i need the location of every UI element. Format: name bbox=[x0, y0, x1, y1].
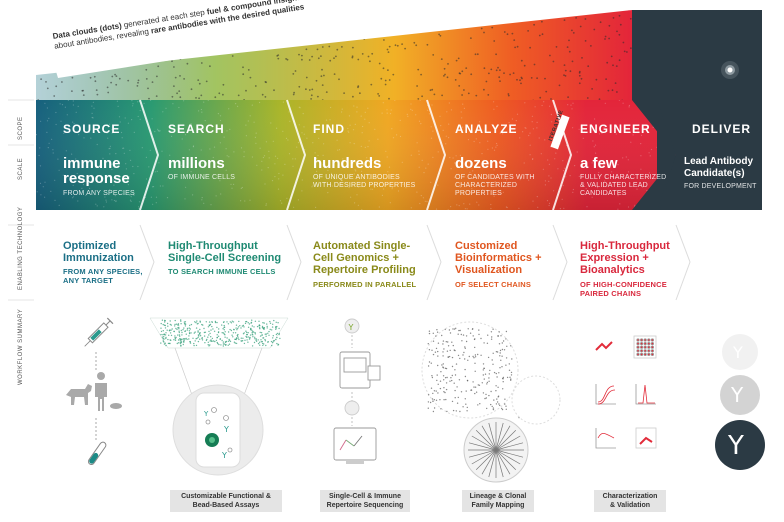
stage-title-source: SOURCE bbox=[63, 122, 121, 136]
tech-sub-search: TO SEARCH IMMUNE CELLS bbox=[168, 267, 276, 276]
stage-band bbox=[36, 99, 676, 211]
cell-array-icon bbox=[149, 317, 289, 396]
tech-sub-find: PERFORMED IN PARALLEL bbox=[313, 280, 417, 289]
tech-main-search: High-Throughput Single-Cell Screening bbox=[168, 240, 282, 264]
scale-sub-search: OF IMMUNE CELLS bbox=[168, 174, 236, 181]
stage-title-search: SEARCH bbox=[168, 122, 225, 136]
svg-text:Y: Y bbox=[221, 451, 227, 460]
caption-engineer: Characterization & Validation bbox=[594, 490, 666, 512]
caption-analyze: Lineage & Clonal Family Mapping bbox=[462, 490, 534, 512]
bioanalytics-charts-icon bbox=[595, 335, 657, 449]
scale-big-deliver: Lead Antibody Candidate(s) bbox=[684, 156, 754, 179]
microwell-icon: Y Y Y bbox=[172, 384, 264, 476]
svg-text:Y: Y bbox=[730, 383, 744, 407]
tech-main-source: Optimized Immunization bbox=[63, 240, 134, 264]
scale-big-search: millions bbox=[168, 155, 225, 172]
tech-main-engineer: High-Throughput Expression + Bioanalytic… bbox=[580, 240, 670, 276]
test-tube-icon bbox=[87, 441, 107, 466]
scale-big-engineer: a few bbox=[580, 155, 618, 172]
antibody-fading-icons: Y Y Y bbox=[715, 334, 765, 470]
tech-sub-source: FROM ANY SPECIES, ANY TARGET bbox=[63, 267, 143, 285]
tech-main-find: Automated Single- Cell Genomics + Repert… bbox=[313, 240, 416, 276]
scale-big-analyze: dozens bbox=[455, 155, 507, 172]
caption-search: Customizable Functional & Bead-Based Ass… bbox=[170, 490, 282, 512]
scale-sub-deliver: FOR DEVELOPMENT bbox=[684, 183, 757, 190]
stage-title-analyze: ANALYZE bbox=[455, 122, 518, 136]
svg-text:Y: Y bbox=[732, 343, 743, 362]
sequencer-icon: Y bbox=[333, 318, 381, 464]
lineage-network-icon bbox=[421, 321, 561, 483]
tech-sub-analyze: OF SELECT CHAINS bbox=[455, 280, 532, 289]
iterative-tag bbox=[550, 114, 570, 150]
tech-main-analyze: Customized Bioinformatics + Visualizatio… bbox=[455, 240, 542, 276]
tech-sub-engineer: OF HIGH-CONFIDENCE PAIRED CHAINS bbox=[580, 280, 667, 298]
tech-row-dividers bbox=[139, 224, 691, 301]
stage-title-engineer: ENGINEER bbox=[580, 122, 651, 136]
scale-sub-engineer: FULLY CHARACTERIZED & VALIDATED LEAD CAN… bbox=[580, 174, 667, 197]
stage-title-deliver: DELIVER bbox=[692, 122, 752, 136]
row-label-scale: SCALE bbox=[18, 157, 24, 180]
svg-text:Y: Y bbox=[727, 431, 744, 461]
scale-sub-find: OF UNIQUE ANTIBODIES WITH DESIRED PROPER… bbox=[313, 174, 416, 189]
svg-text:Y: Y bbox=[348, 323, 354, 332]
scale-big-source: immune response bbox=[63, 155, 130, 187]
animal-and-person-icon bbox=[66, 372, 122, 411]
svg-text:Y: Y bbox=[203, 410, 209, 418]
stage-title-find: FIND bbox=[313, 122, 345, 136]
svg-text:Y: Y bbox=[223, 425, 229, 434]
scale-big-find: hundreds bbox=[313, 155, 382, 172]
row-label-enabling: ENABLING TECHNOLOGY bbox=[18, 206, 24, 290]
scale-sub-analyze: OF CANDIDATES WITH CHARACTERIZED PROPERT… bbox=[455, 174, 535, 197]
row-label-scope: SCOPE bbox=[18, 116, 24, 140]
banner-strip bbox=[52, 14, 338, 78]
scale-sub-source: FROM ANY SPECIES bbox=[63, 190, 135, 197]
syringe-icon bbox=[84, 317, 114, 347]
caption-find: Single-Cell & Immune Repertoire Sequenci… bbox=[320, 490, 410, 512]
row-label-workflow: WORKFLOW SUMMARY bbox=[18, 308, 24, 385]
